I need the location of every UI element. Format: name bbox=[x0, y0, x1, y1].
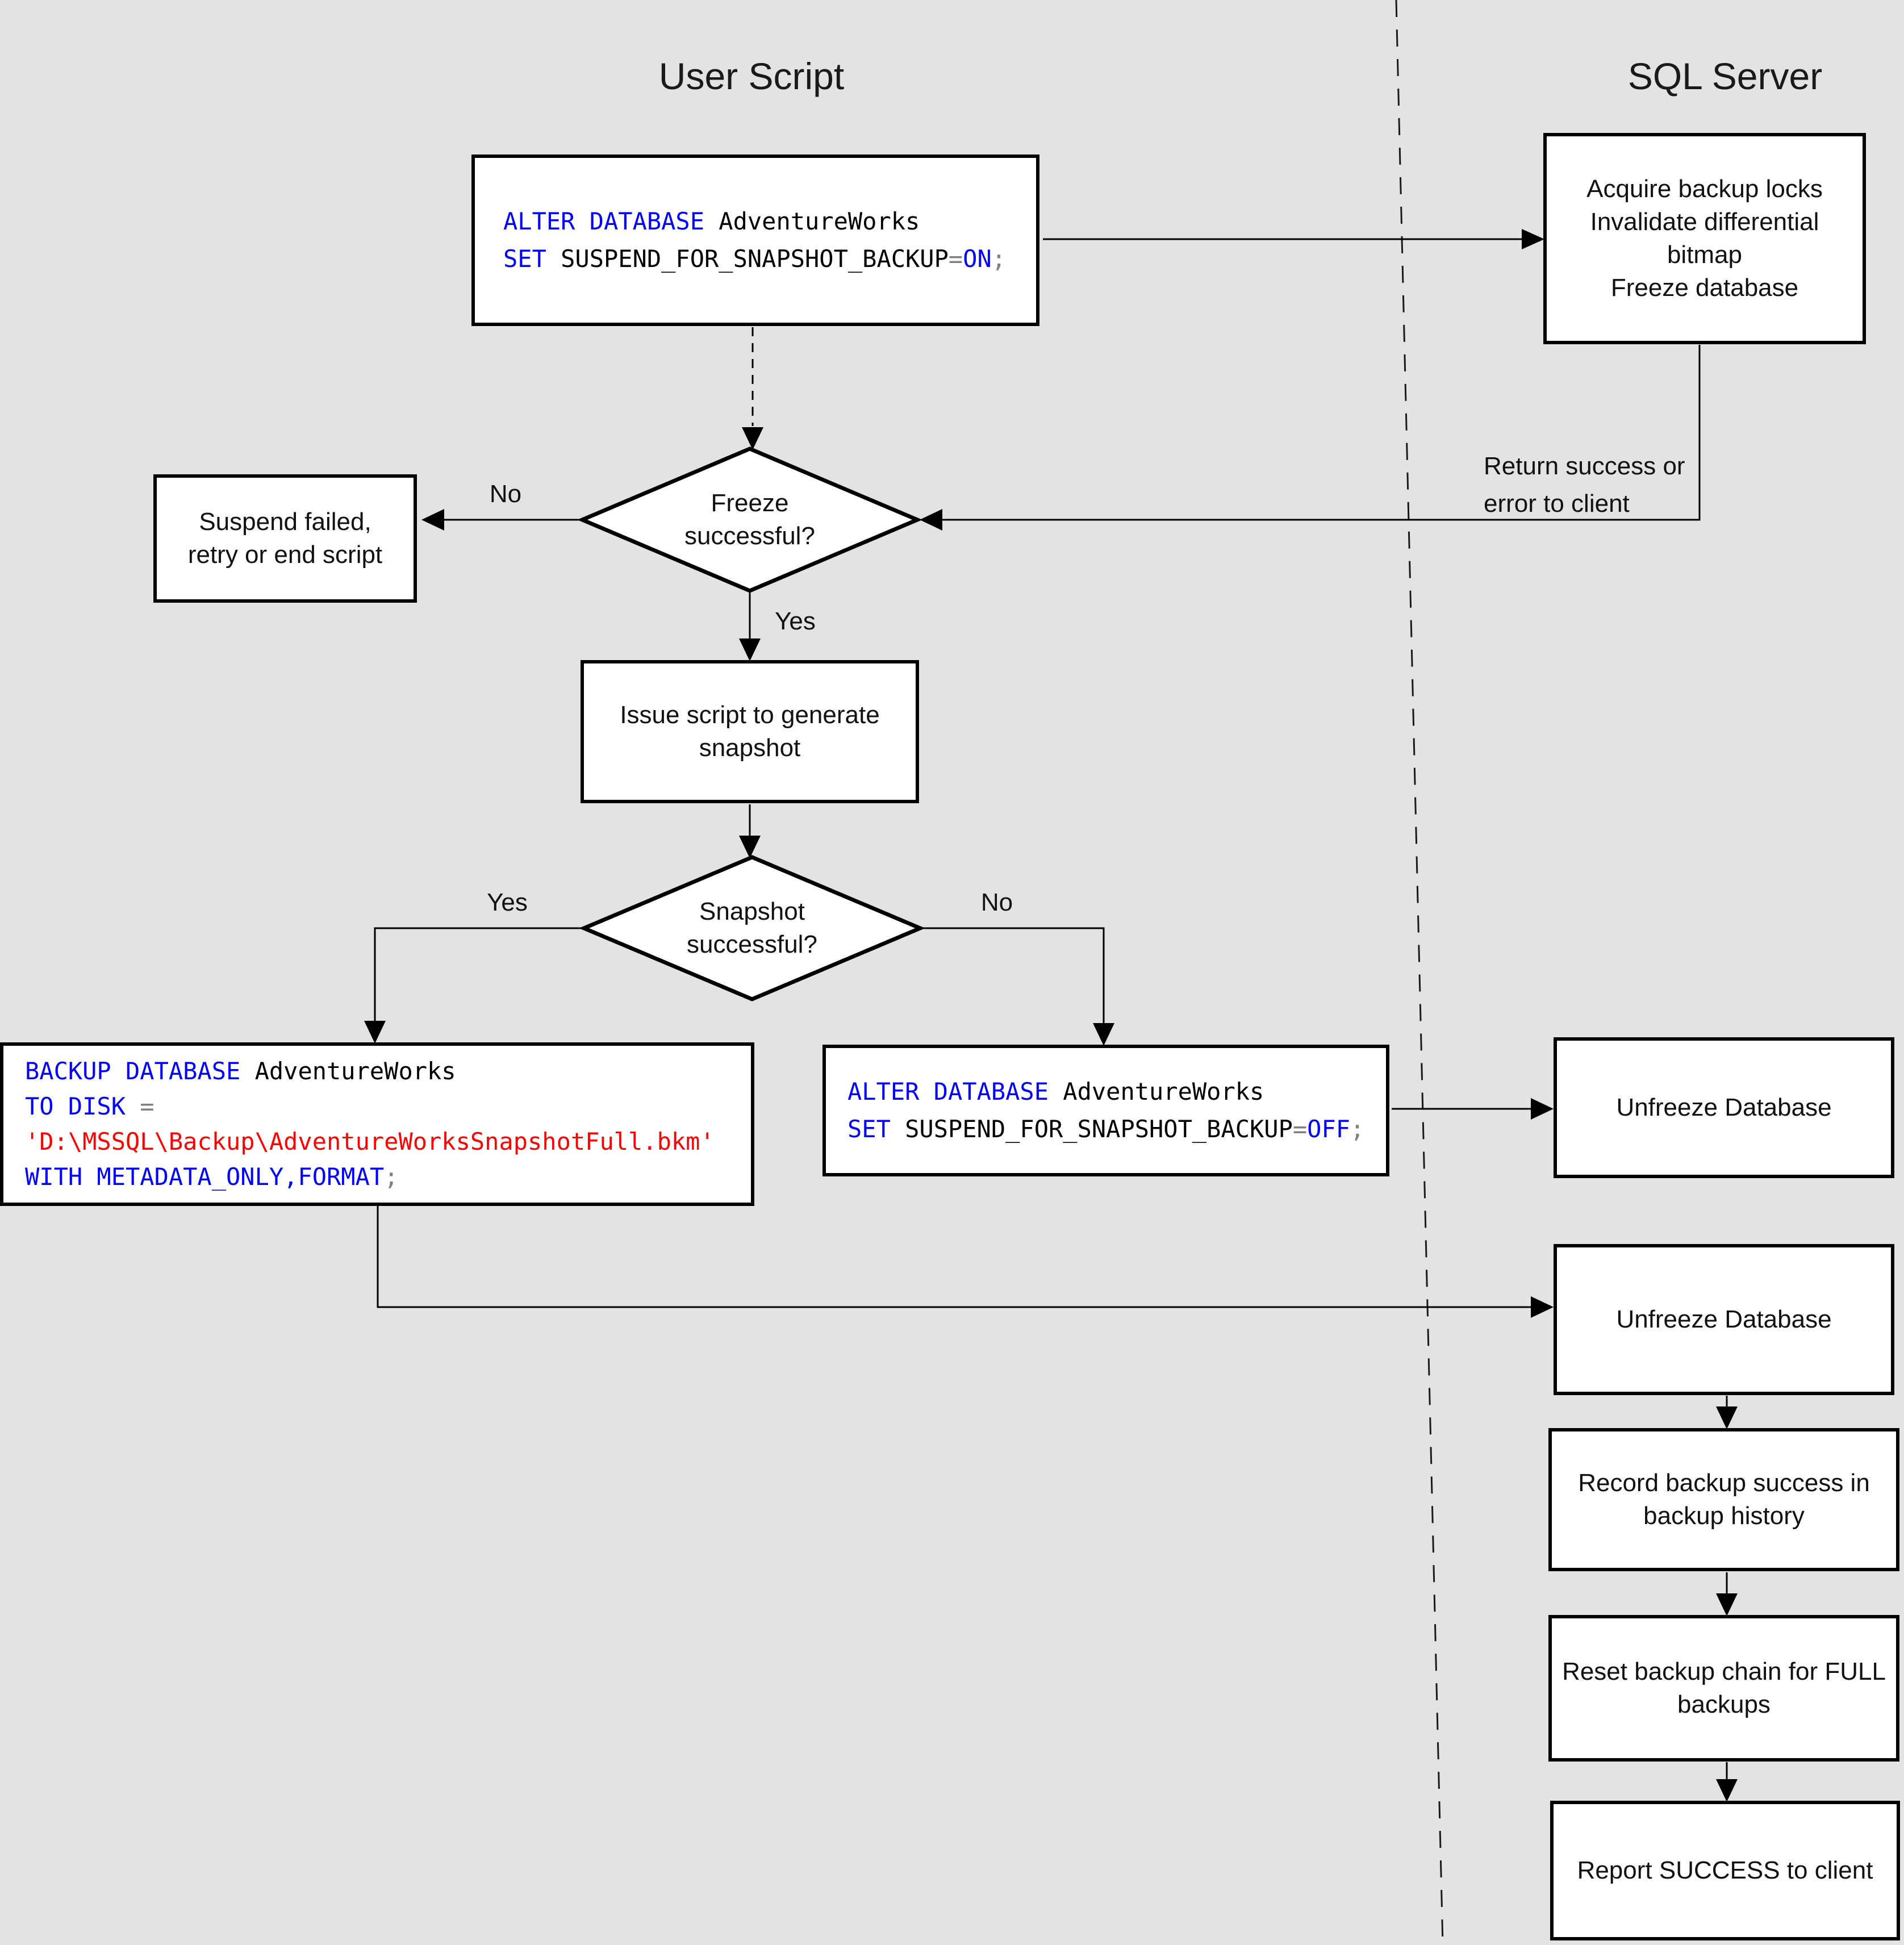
connector-snapshot-no bbox=[920, 927, 1105, 1023]
edge-label-freeze-yes: Yes bbox=[775, 607, 816, 635]
arrowhead-into-report bbox=[1716, 1779, 1738, 1802]
sql-identifier: AdventureWorks bbox=[1049, 1078, 1264, 1105]
node-unfreeze-database-1: Unfreeze Database bbox=[1554, 1037, 1894, 1178]
code-line: SET SUSPEND_FOR_SNAPSHOT_BACKUP=ON; bbox=[503, 240, 1006, 278]
node-text-line: Freeze database bbox=[1610, 274, 1799, 302]
lane-title-user-script: User Script bbox=[658, 55, 845, 97]
code-line: WITH METADATA_ONLY,FORMAT; bbox=[25, 1159, 398, 1195]
node-alter-suspend-on: ALTER DATABASE AdventureWorks SET SUSPEN… bbox=[471, 155, 1039, 326]
node-text-line: Invalidate differential bbox=[1590, 208, 1819, 236]
sql-keyword: SET bbox=[503, 245, 546, 273]
node-text-line: backup history bbox=[1643, 1502, 1805, 1530]
node-text-line: Issue script to generate bbox=[620, 701, 880, 729]
connector-backup-to-unfreeze2 bbox=[377, 1206, 1532, 1308]
sql-identifier: AdventureWorks bbox=[704, 207, 920, 235]
node-alter-suspend-off: ALTER DATABASE AdventureWorks SET SUSPEN… bbox=[822, 1045, 1389, 1176]
node-text-line: snapshot bbox=[699, 734, 801, 762]
node-text-line: Suspend failed, bbox=[199, 508, 371, 536]
node-text-line: Record backup success in bbox=[1578, 1469, 1870, 1497]
sql-identifier: AdventureWorks bbox=[240, 1057, 456, 1085]
node-text-line: Acquire backup locks bbox=[1586, 175, 1823, 203]
node-acquire-backup-locks: Acquire backup locks Invalidate differen… bbox=[1543, 133, 1866, 344]
sql-operator: = bbox=[948, 245, 963, 273]
node-text-line: successful? bbox=[684, 522, 815, 550]
arrowhead-into-unfreeze2 bbox=[1531, 1296, 1554, 1318]
code-line: SET SUSPEND_FOR_SNAPSHOT_BACKUP=OFF; bbox=[847, 1111, 1364, 1148]
node-reset-backup-chain: Reset backup chain for FULL backups bbox=[1548, 1615, 1899, 1762]
arrowhead-into-suspendfailed bbox=[421, 509, 444, 531]
label-return-success-or-error: Return success or error to client bbox=[1484, 448, 1685, 523]
connector-snapshot-yes bbox=[374, 927, 584, 1021]
diamond-freeze-successful bbox=[577, 446, 922, 593]
sql-identifier: SUSPEND_FOR_SNAPSHOT_BACKUP bbox=[546, 245, 949, 273]
arrowhead-into-freeze-top bbox=[742, 427, 763, 450]
node-unfreeze-database-2: Unfreeze Database bbox=[1554, 1244, 1894, 1395]
node-text-line: Freeze bbox=[711, 489, 789, 517]
edge-label-snapshot-no: No bbox=[980, 888, 1013, 916]
arrowhead-into-unfreeze1 bbox=[1531, 1098, 1554, 1120]
sql-operator: ; bbox=[1350, 1115, 1365, 1143]
sql-operator: = bbox=[126, 1092, 155, 1120]
code-line: 'D:\MSSQL\Backup\AdventureWorksSnapshotF… bbox=[25, 1124, 715, 1159]
node-text-line: Snapshot bbox=[699, 898, 805, 925]
node-text-line: bitmap bbox=[1667, 241, 1743, 269]
sql-string: 'D:\MSSQL\Backup\AdventureWorksSnapshotF… bbox=[25, 1128, 715, 1155]
arrowhead-into-backupbox bbox=[364, 1021, 386, 1044]
sql-keyword: ON bbox=[963, 245, 992, 273]
edge-label-freeze-no: No bbox=[489, 480, 522, 508]
code-line: ALTER DATABASE AdventureWorks bbox=[847, 1073, 1264, 1111]
node-text-line: retry or end script bbox=[187, 541, 383, 569]
node-text-line: Unfreeze Database bbox=[1616, 1305, 1832, 1333]
arrowhead-into-freeze-right bbox=[920, 509, 942, 531]
node-record-backup-history: Record backup success in backup history bbox=[1548, 1428, 1899, 1571]
edge-label-snapshot-yes: Yes bbox=[487, 888, 528, 916]
sql-operator: = bbox=[1292, 1115, 1308, 1143]
node-text-line: Reset backup chain for FULL bbox=[1562, 1658, 1886, 1685]
arrowhead-into-acquire bbox=[1522, 229, 1544, 249]
sql-keyword: SET bbox=[847, 1115, 891, 1143]
sql-keyword: ALTER DATABASE bbox=[503, 207, 705, 235]
node-text-line: backups bbox=[1677, 1691, 1771, 1718]
node-backup-metadata-only: BACKUP DATABASE AdventureWorks TO DISK =… bbox=[0, 1042, 754, 1206]
sql-keyword: ALTER DATABASE bbox=[847, 1078, 1049, 1105]
arrowhead-into-alteroff bbox=[1093, 1023, 1114, 1046]
node-text-line: Unfreeze Database bbox=[1616, 1093, 1832, 1121]
arrowhead-into-record bbox=[1716, 1406, 1738, 1429]
lane-divider-dashed-line bbox=[1395, 0, 1444, 1945]
arrowhead-into-issuescript bbox=[739, 638, 761, 661]
lane-title-sql-server: SQL Server bbox=[1627, 55, 1823, 97]
label-line: error to client bbox=[1484, 490, 1630, 517]
sql-operator: ; bbox=[991, 245, 1007, 273]
node-report-success: Report SUCCESS to client bbox=[1550, 1801, 1900, 1940]
arrowhead-into-snapshot-top bbox=[739, 836, 761, 858]
decision-snapshot-successful-text: Snapshot successful? bbox=[655, 894, 849, 962]
sql-keyword: WITH METADATA_ONLY,FORMAT bbox=[25, 1163, 385, 1191]
node-text-line: successful? bbox=[687, 930, 817, 958]
code-line: BACKUP DATABASE AdventureWorks bbox=[25, 1054, 456, 1089]
decision-freeze-successful-text: Freeze successful? bbox=[653, 486, 846, 554]
sql-keyword: OFF bbox=[1307, 1115, 1351, 1143]
label-line: Return success or bbox=[1484, 452, 1685, 480]
node-suspend-failed: Suspend failed, retry or end script bbox=[153, 474, 417, 603]
code-line: ALTER DATABASE AdventureWorks bbox=[503, 203, 920, 240]
diamond-snapshot-successful bbox=[579, 855, 925, 1001]
sql-operator: ; bbox=[384, 1163, 399, 1191]
node-text-line: Report SUCCESS to client bbox=[1577, 1856, 1873, 1884]
connector-acquire-to-freeze bbox=[942, 345, 1701, 521]
sql-keyword: TO DISK bbox=[25, 1092, 126, 1120]
arrowhead-into-reset bbox=[1716, 1593, 1738, 1616]
sql-identifier: SUSPEND_FOR_SNAPSHOT_BACKUP bbox=[890, 1115, 1293, 1143]
sql-keyword: BACKUP DATABASE bbox=[25, 1057, 241, 1085]
code-line: TO DISK = bbox=[25, 1089, 155, 1124]
node-issue-snapshot-script: Issue script to generate snapshot bbox=[581, 660, 919, 803]
